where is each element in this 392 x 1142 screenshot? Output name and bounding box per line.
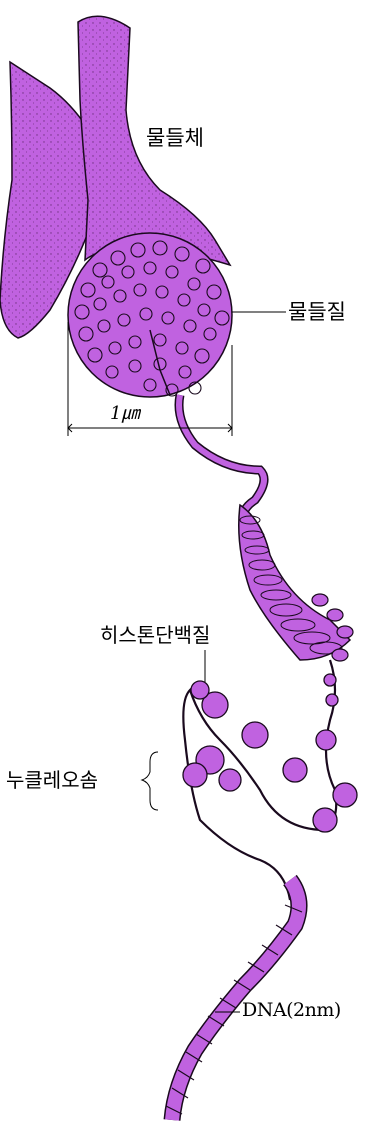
histone-protein-label: 히스톤단백질	[100, 625, 210, 645]
nucleosome-string	[183, 660, 357, 900]
chromatin-loop-mass	[68, 233, 232, 397]
solenoid-coil	[239, 505, 353, 661]
nucleosome-bead	[333, 783, 357, 807]
nucleosome-bead	[316, 730, 336, 750]
dna-label: DNA(2nm)	[242, 1001, 341, 1020]
nucleosome-bead	[219, 769, 241, 791]
nucleosome-bead	[313, 808, 337, 832]
nucleosome-bead	[183, 763, 207, 787]
nucleosome-brace	[142, 752, 158, 810]
nucleosome-label: 누클레오솜	[6, 770, 98, 790]
nucleosome-bead	[326, 694, 338, 706]
scale-bar-label: 1㎛	[110, 405, 139, 423]
nucleosome-bead	[191, 681, 209, 699]
chromosome-label: 물들체	[146, 128, 204, 149]
chromatin-label: 물들질	[288, 302, 346, 323]
nucleosome-bead	[324, 674, 336, 686]
nucleosome-bead	[283, 758, 307, 782]
nucleosome-bead	[242, 722, 268, 748]
